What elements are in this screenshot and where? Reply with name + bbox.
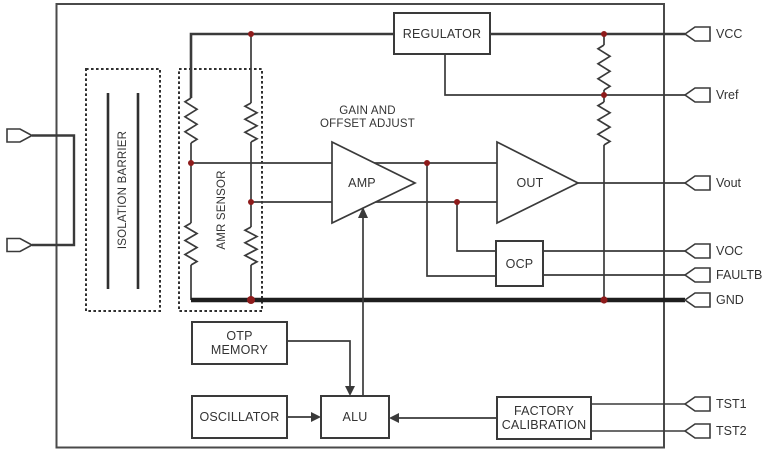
amr-resistor-top-right <box>243 102 259 143</box>
vcc-pin-label: VCC <box>716 27 743 41</box>
junction-dot <box>454 199 460 205</box>
junction-dot <box>601 92 607 98</box>
amr-sensor-box <box>178 68 263 312</box>
factory-line1: FACTORY <box>514 404 574 418</box>
ocp-box <box>495 240 544 287</box>
oscillator-label: OSCILLATOR <box>199 410 280 424</box>
arrowhead-left-alu <box>389 413 399 423</box>
vout-pin <box>683 175 711 191</box>
factory-line2: CALIBRATION <box>501 418 587 432</box>
ocp-tap-lower <box>456 202 496 252</box>
tst1-pin <box>683 396 711 412</box>
amp-triangle <box>331 140 417 225</box>
junction-dot <box>188 160 194 166</box>
out-label: OUT <box>516 176 544 190</box>
faultb-pin <box>683 267 711 283</box>
vcc-pin <box>683 26 711 42</box>
amr-resistor-bottom-right <box>243 226 259 266</box>
amp-label: AMP <box>348 176 376 190</box>
junction-dot <box>247 296 255 304</box>
voc-pin-label: VOC <box>716 244 744 258</box>
arrowhead-up-amp <box>358 207 368 218</box>
oscillator-box <box>191 395 288 439</box>
tst1-pin-label: TST1 <box>716 397 747 411</box>
isolation-barrier-box <box>85 68 161 312</box>
regulator-box <box>393 12 491 55</box>
amr-sensor-label: AMR SENSOR <box>215 170 228 250</box>
vref-pin <box>683 87 711 103</box>
alu-box <box>320 395 390 439</box>
divider-resistor-bottom <box>596 101 612 146</box>
gnd-pin <box>683 292 711 308</box>
junction-dot <box>601 31 607 37</box>
vref-wire <box>444 54 685 96</box>
vref-pin-label: Vref <box>716 88 739 102</box>
gain-offset-line1: GAIN AND <box>339 105 396 117</box>
junction-dot <box>424 160 430 166</box>
factory-calibration-box <box>496 396 592 440</box>
amr-resistor-bottom-left <box>183 222 199 266</box>
junction-dot <box>600 296 608 304</box>
junction-dot <box>248 199 254 205</box>
input-pin-top <box>6 128 34 143</box>
isolation-barrier-label: ISOLATION BARRIER <box>116 130 129 250</box>
tst2-pin-label: TST2 <box>716 424 747 438</box>
vout-pin-label: Vout <box>716 176 742 190</box>
junction-dot <box>248 31 254 37</box>
alu-label: ALU <box>342 410 368 424</box>
otp-memory-box <box>191 321 288 365</box>
arrowhead-down-alu <box>345 386 355 396</box>
otp-alu-wire <box>287 340 351 389</box>
chip-outline <box>55 3 665 449</box>
ocp-tap-upper <box>426 163 496 277</box>
ocp-label: OCP <box>505 256 534 271</box>
divider-resistor-top <box>596 44 612 91</box>
gain-offset-line2: OFFSET ADJUST <box>319 118 416 130</box>
otp-memory-label: OTP MEMORY <box>192 322 287 364</box>
factory-calibration-label: FACTORY CALIBRATION <box>497 397 591 439</box>
amr-resistor-top-left <box>183 97 199 144</box>
out-triangle <box>496 140 580 225</box>
voc-pin <box>683 243 711 259</box>
vcc-rail-left <box>189 32 394 98</box>
primary-conductor-wire <box>32 134 76 247</box>
gain-offset-annotation: GAIN AND OFFSET ADJUST <box>300 103 435 133</box>
otp-line2: MEMORY <box>210 343 269 357</box>
otp-line1: OTP <box>226 329 253 343</box>
faultb-pin-label: FAULTB <box>716 268 763 282</box>
arrowhead-right-alu <box>311 412 321 422</box>
input-pin-bottom <box>6 237 34 253</box>
gnd-pin-label: GND <box>716 293 744 307</box>
tst2-pin <box>683 423 711 439</box>
regulator-label: REGULATOR <box>402 26 482 41</box>
